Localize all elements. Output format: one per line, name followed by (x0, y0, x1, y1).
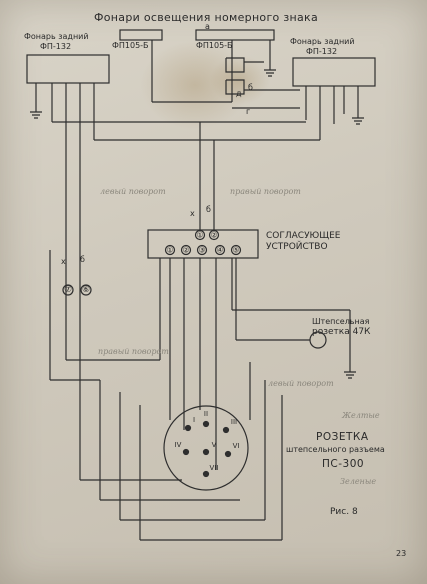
plate-lamp-left-box (119, 29, 163, 41)
socket300-label-line2: штепсельного разъема (286, 445, 385, 454)
left-terminal: ⑦ (64, 285, 72, 295)
socket300-pin-label: IV (175, 441, 182, 449)
wire-letter-b: б (248, 83, 253, 92)
wire-letter-a: а (205, 22, 210, 31)
plate-lamp-right-box (195, 29, 275, 41)
wire-letter-d: д (236, 89, 242, 98)
socket47-label-line1: Штепсельная (312, 317, 370, 326)
terminal-7 (62, 284, 74, 296)
pencil-note-right-turn-2: правый поворот (98, 347, 169, 356)
device-bottom-terminal: ③ (198, 246, 205, 255)
device-bottom-terminal: ① (166, 246, 173, 255)
socket300-pin-label: VI (233, 442, 240, 450)
plate-lamp-right-label: ФП105-Б (196, 41, 233, 50)
wire-letter-g: г (246, 107, 251, 116)
socket-ps300 (163, 405, 249, 491)
socket300-pin-label: V (212, 441, 217, 449)
pencil-note-left-turn-2: левый поворот (268, 379, 334, 388)
left-lamp-label-line1: Фонарь задний (24, 32, 89, 41)
right-lamp-label-line1: Фонарь задний (290, 37, 355, 46)
left-lamp-label-line2: ФП-132 (40, 42, 72, 51)
terminal-6 (80, 284, 92, 296)
pencil-note-right-turn: правый поворот (230, 187, 301, 196)
device-bottom-terminal: ② (182, 246, 189, 255)
left-terminal: ⑥ (82, 285, 90, 295)
socket300-pin-label: VII (210, 464, 219, 472)
figure-caption: Рис. 8 (330, 507, 358, 517)
socket-47k (309, 331, 327, 349)
socket300-pin-label: II (204, 410, 208, 418)
device-bottom-terminal: ④ (216, 246, 223, 255)
device-wire-mark-x: х (190, 209, 195, 218)
device-wire-mark-b: б (206, 205, 211, 214)
socket300-label-line3: ПС-300 (322, 458, 365, 470)
device-bottom-terminal: ⑤ (232, 246, 239, 255)
socket47-label-line2: розетка 47К (312, 327, 371, 337)
socket300-pin-label: I (193, 416, 195, 424)
plate-lamp-left-label: ФП105-Б (112, 41, 149, 50)
page-number: 23 (396, 549, 407, 558)
pencil-note-yellow: Желтые (342, 411, 380, 420)
right-lamp-label-line2: ФП-132 (306, 47, 338, 56)
pencil-note-green: Зеленые (340, 477, 377, 486)
matching-device-box (147, 229, 259, 259)
left-wire-mark-b: б (80, 255, 85, 264)
pencil-note-left-turn: левый поворот (100, 187, 166, 196)
diagram-title: Фонари освещения номерного знака (94, 11, 319, 24)
device-label-line2: УСТРОЙСТВО (266, 242, 328, 252)
socket300-pin-label: III (231, 418, 237, 426)
socket300-label-line1: РОЗЕТКА (316, 431, 369, 443)
left-rear-lamp-box (26, 54, 110, 84)
device-top-terminal: ① (196, 231, 203, 240)
right-rear-lamp-box (292, 57, 376, 87)
device-label-line1: СОГЛАСУЮЩЕЕ (266, 231, 341, 241)
left-wire-mark-x: х (61, 257, 66, 266)
device-top-terminal: ② (210, 231, 217, 240)
